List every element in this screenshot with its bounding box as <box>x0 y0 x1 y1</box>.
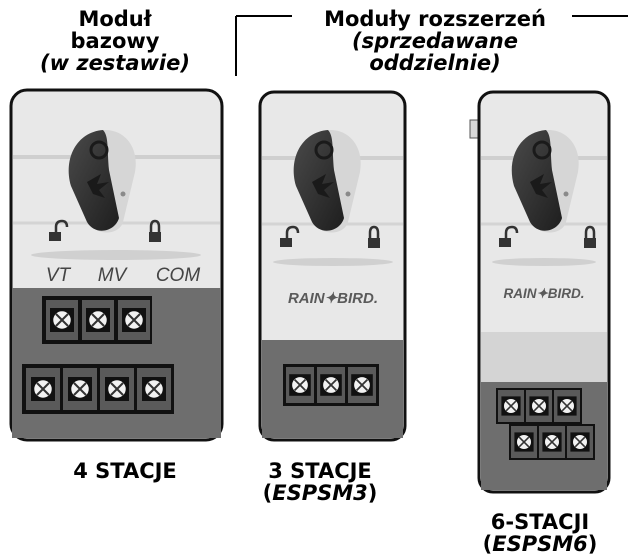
screw-terminal <box>67 376 93 402</box>
base-title-line1: Moduł <box>78 7 152 31</box>
screw-terminal <box>121 307 147 333</box>
terminal-label-com: COM <box>156 265 201 286</box>
screw-terminal <box>49 307 75 333</box>
screw-terminal <box>541 431 563 453</box>
expansion-title: Moduły rozszerzeń <box>324 7 546 31</box>
module-3-station: RAIN✦BIRD. <box>258 90 407 442</box>
screw-terminal <box>85 307 111 333</box>
expansion-header: Moduły rozszerzeń (sprzedawane oddzielni… <box>300 8 570 74</box>
screw-terminal <box>556 395 578 417</box>
terminal-label-mv: MV <box>98 265 129 286</box>
module3-stations: 3 STACJE <box>268 459 372 483</box>
expansion-subtitle-1: (sprzedawane <box>352 29 518 53</box>
module-6-station: RAIN✦BIRD. <box>469 90 611 494</box>
expansion-bracket <box>235 15 628 76</box>
terminal-label-vt: VT <box>46 265 72 286</box>
screw-terminal <box>104 376 130 402</box>
module3-label: 3 STACJE (ESPSM3) <box>245 460 395 504</box>
screw-terminal <box>513 431 535 453</box>
screw-terminal <box>30 376 56 402</box>
base-module-title: Moduł bazowy (w zestawie) <box>40 8 190 74</box>
module3-model: (ESPSM3) <box>262 481 378 505</box>
module6-stations: 6-STACJI <box>490 510 590 534</box>
rainbird-logo: RAIN✦BIRD. <box>288 290 378 307</box>
expansion-subtitle-2: oddzielnie) <box>369 51 501 75</box>
screw-terminal <box>350 373 374 397</box>
module6-model: (ESPSM6) <box>482 532 598 556</box>
module6-label: 6-STACJI (ESPSM6) <box>465 511 615 555</box>
screw-terminal <box>528 395 550 417</box>
screw-terminal <box>500 395 522 417</box>
screw-terminal <box>288 373 312 397</box>
base-stations-label: 4 STACJE <box>73 459 177 483</box>
rainbird-logo: RAIN✦BIRD. <box>503 286 584 301</box>
screw-terminal <box>319 373 343 397</box>
screw-terminal <box>569 431 591 453</box>
base-subtitle: (w zestawie) <box>40 51 190 75</box>
screw-terminal <box>141 376 167 402</box>
base-title-line2: bazowy <box>70 29 160 53</box>
base-module: VT MV COM <box>9 88 224 442</box>
